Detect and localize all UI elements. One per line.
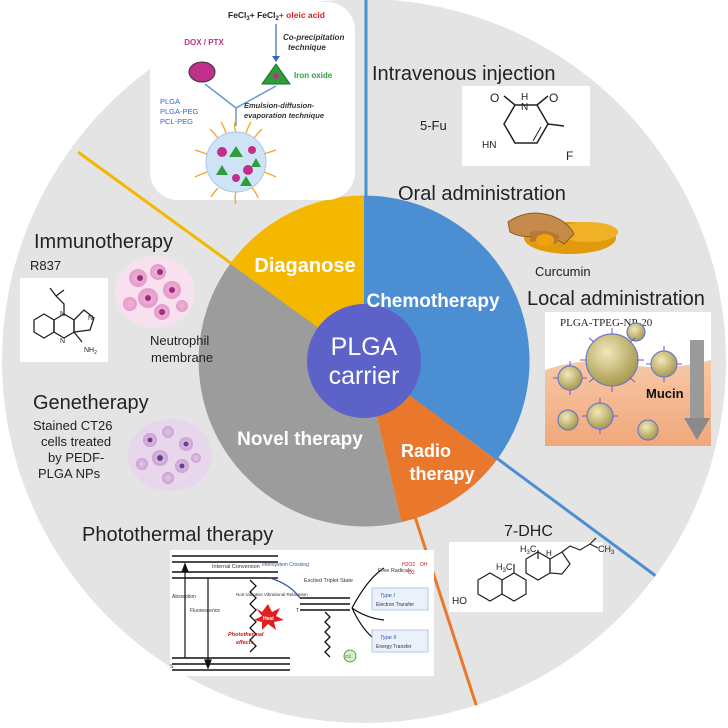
synthesis-panel: FeCl3+ FeCl2+ oleic acid DOX / PTX Co-pr… (150, 2, 355, 205)
fu-o-right: O (549, 91, 558, 105)
emulsion-line1: Emulsion-diffusion- (244, 101, 315, 110)
fu-label: 5-Fu (420, 118, 447, 133)
ct26-image (128, 419, 212, 491)
mucin-panel: PLGA-TPEG-NP-20 Mucin (545, 312, 711, 446)
jablonski-diagram: Internal Conversion Absorption Fluoresce… (170, 550, 434, 676)
center-subtitle: carrier (329, 362, 400, 390)
radio-label-line2: therapy (409, 464, 474, 484)
gene-line3: by PEDF- (48, 450, 104, 465)
mucin-label: Mucin (646, 386, 684, 401)
neutrophil-line2: membrane (151, 350, 213, 365)
coprecip-line1: Co-precipitation (283, 33, 344, 42)
type2-line1: Type II (380, 635, 397, 641)
gene-line1: Stained CT26 (33, 418, 113, 433)
r837-label: R837 (30, 258, 61, 273)
r837-nh2: NH2 (84, 347, 97, 356)
h2o2: H2O2 (402, 562, 415, 568)
center-title: PLGA (331, 333, 398, 361)
fu-h-top: H (521, 92, 528, 103)
coprecip-arrowhead (272, 56, 280, 62)
emulsion-line2: evaporation technique (244, 111, 324, 120)
dhc-ch3: CH3 (598, 544, 615, 556)
diagnose-label: Diaganose (254, 255, 355, 277)
heat-label: Heat (263, 616, 274, 622)
local-title: Local administration (527, 288, 705, 310)
immuno-title: Immunotherapy (34, 231, 173, 253)
internal-conversion: Internal Conversion (212, 564, 260, 570)
oh-radical: OH (420, 562, 428, 568)
dhc-h3c-mid: H3C (496, 562, 513, 574)
t1-label: T (296, 608, 299, 614)
neutrophil-line1: Neutrophil (150, 333, 209, 348)
dhc-ho: HO (452, 596, 467, 607)
oral-title: Oral administration (398, 183, 566, 205)
polymer-3: PCL-PEG (160, 117, 193, 126)
curcumin-image (507, 212, 618, 254)
gene-line2: cells treated (41, 434, 111, 449)
type1-line1: Type I (380, 593, 395, 599)
gene-title: Genetherapy (33, 392, 149, 414)
polymer-1: PLGA (160, 97, 180, 106)
fluorescence: Fluorescence (190, 608, 220, 614)
coprecip-line2: technique (288, 43, 326, 52)
o2-minus: O2 (408, 570, 415, 576)
fu-hn: HN (482, 140, 496, 151)
intersystem: Intersystem Crossing (262, 562, 309, 568)
type2-line2: Energy Transfer (376, 644, 412, 650)
drug-label: DOX / PTX (184, 38, 224, 47)
dhc-structure: H3C H3C H CH3 HO (449, 537, 615, 612)
neutrophil-image (115, 256, 195, 328)
absorption: Absorption (172, 594, 196, 600)
reagents-text: FeCl3+ FeCl2+ oleic acid (228, 10, 325, 22)
s0-label: S (170, 664, 174, 670)
fu-f: F (566, 149, 573, 163)
r837-n3: N (60, 338, 65, 345)
pt-effects-line1: Photothermal (228, 632, 264, 638)
free-radicals: Free Radicals (378, 568, 412, 574)
sector-novel-therapy (198, 263, 402, 527)
drug-particle (188, 61, 216, 83)
vib-relax: Non-radiative Vibrational Relaxation (236, 592, 308, 597)
iron-oxide-dot (273, 73, 279, 79)
chemotherapy-label: Chemotherapy (366, 291, 499, 312)
iron-oxide-label: Iron oxide (294, 71, 333, 80)
photothermal-title: Photothermal therapy (82, 524, 273, 546)
r837-structure: N N N NH2 (20, 278, 108, 362)
dhc-h3c-top: H3C (520, 544, 537, 556)
synthesis-panel-bg (150, 2, 355, 200)
novel-therapy-label: Novel therapy (237, 429, 363, 450)
curcumin-label: Curcumin (535, 264, 591, 279)
fu-o-left: O (490, 91, 499, 105)
iv-title: Intravenous injection (372, 63, 555, 85)
nanoparticle-illustration (194, 119, 277, 205)
radio-label-line1: Radio (401, 441, 451, 461)
r837-n1: N (60, 311, 65, 318)
dhc-label: 7-DHC (504, 523, 553, 540)
fu-n-top: N (521, 102, 528, 113)
center-circle (307, 304, 421, 418)
type1-line2: Electron Transfer (376, 602, 414, 608)
gene-line4: PLGA NPs (38, 466, 101, 481)
dhc-h: H (546, 549, 552, 558)
heat-burst (254, 604, 284, 630)
sector-chemotherapy (364, 195, 530, 461)
fu-structure: O O H N HN F (462, 86, 590, 166)
polymer-2: PLGA-PEG (160, 107, 199, 116)
o2-molecule: O2 (345, 654, 352, 659)
pt-effects-line2: effects (236, 640, 254, 646)
excited-triplet: Excited Triplet State (304, 578, 353, 584)
r837-n2: N (88, 315, 93, 322)
